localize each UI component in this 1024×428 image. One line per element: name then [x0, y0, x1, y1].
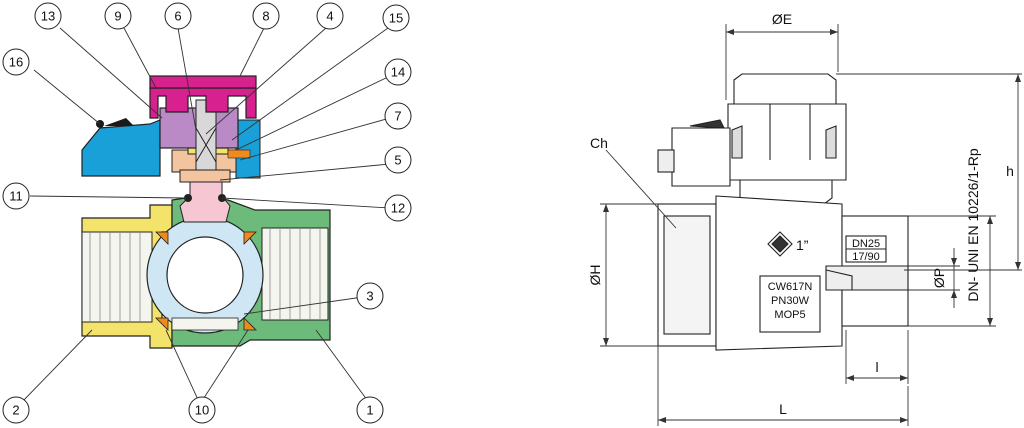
size-marking: 1” [796, 237, 809, 253]
svg-text:12: 12 [391, 201, 405, 216]
dim-standard: DN- UNI EN 10226/1-Rp [965, 148, 981, 301]
dim-p: ØP [931, 268, 947, 288]
dimension-lines [600, 24, 1022, 426]
right-bore [261, 227, 329, 321]
dim-e: ØE [772, 11, 792, 27]
svg-text:4: 4 [326, 9, 333, 24]
ext-handle-top [733, 73, 837, 105]
callout-10: 10 [188, 396, 216, 424]
callout-1: 1 [356, 396, 384, 424]
callout-8: 8 [252, 2, 280, 30]
ball-bore [166, 236, 244, 314]
seal-bottom-left [155, 317, 169, 331]
thread-marking: 17/90 [852, 251, 880, 263]
svg-text:3: 3 [366, 289, 373, 304]
seal-top-right [243, 231, 257, 245]
handle [149, 87, 257, 119]
dim-l-small: l [875, 359, 878, 375]
marking-texts: 1” CW617N PN30W MOP5 DN25 17/90 [768, 237, 880, 321]
callout-12: 12 [384, 194, 412, 222]
seal-bottom-right [243, 317, 257, 331]
svg-text:16: 16 [9, 55, 23, 70]
svg-text:10: 10 [195, 403, 209, 418]
svg-text:13: 13 [41, 9, 55, 24]
dim-l-big: L [779, 401, 787, 417]
dim-h-small: h [1006, 163, 1014, 179]
dimension-labels: ØE h Ch ØH ØP DN- UNI EN 10226/1-Rp l L [587, 11, 1014, 417]
callout-16: 16 [2, 48, 30, 76]
material-marking: CW617N [768, 281, 813, 293]
pressure-marking: PN30W [771, 295, 810, 307]
callout-9: 9 [104, 2, 132, 30]
dimension-arrows [603, 29, 1021, 423]
callouts: 13 9 6 8 4 15 16 14 7 5 11 12 3 2 10 1 [2, 2, 412, 424]
mop-marking: MOP5 [774, 309, 805, 321]
svg-text:8: 8 [262, 9, 269, 24]
callout-7: 7 [384, 102, 412, 130]
seal-top-left [155, 231, 169, 245]
lock-cap [81, 119, 161, 177]
svg-text:6: 6 [174, 9, 181, 24]
dn-marking: DN25 [852, 238, 880, 250]
dim-h-big: ØH [587, 265, 603, 286]
svg-text:9: 9 [114, 9, 121, 24]
callout-11: 11 [2, 182, 30, 210]
marking-plate [759, 275, 821, 333]
callout-5: 5 [384, 146, 412, 174]
ext-lock [671, 127, 731, 187]
dim-ch: Ch [590, 135, 608, 151]
svg-text:1: 1 [366, 403, 373, 418]
callout-6: 6 [164, 2, 192, 30]
svg-text:14: 14 [391, 65, 405, 80]
left-bore [81, 231, 153, 323]
callout-13: 13 [34, 2, 62, 30]
cross-section-view [81, 75, 331, 349]
svg-text:15: 15 [389, 11, 403, 26]
callout-15: 15 [382, 4, 410, 32]
svg-text:2: 2 [12, 403, 19, 418]
svg-text:7: 7 [394, 109, 401, 124]
external-view [657, 73, 909, 351]
callout-3: 3 [356, 282, 384, 310]
callout-14: 14 [384, 58, 412, 86]
callout-4: 4 [316, 2, 344, 30]
svg-text:11: 11 [9, 189, 23, 204]
svg-text:5: 5 [394, 153, 401, 168]
callout-2: 2 [2, 396, 30, 424]
callout-leaders [19, 27, 391, 405]
